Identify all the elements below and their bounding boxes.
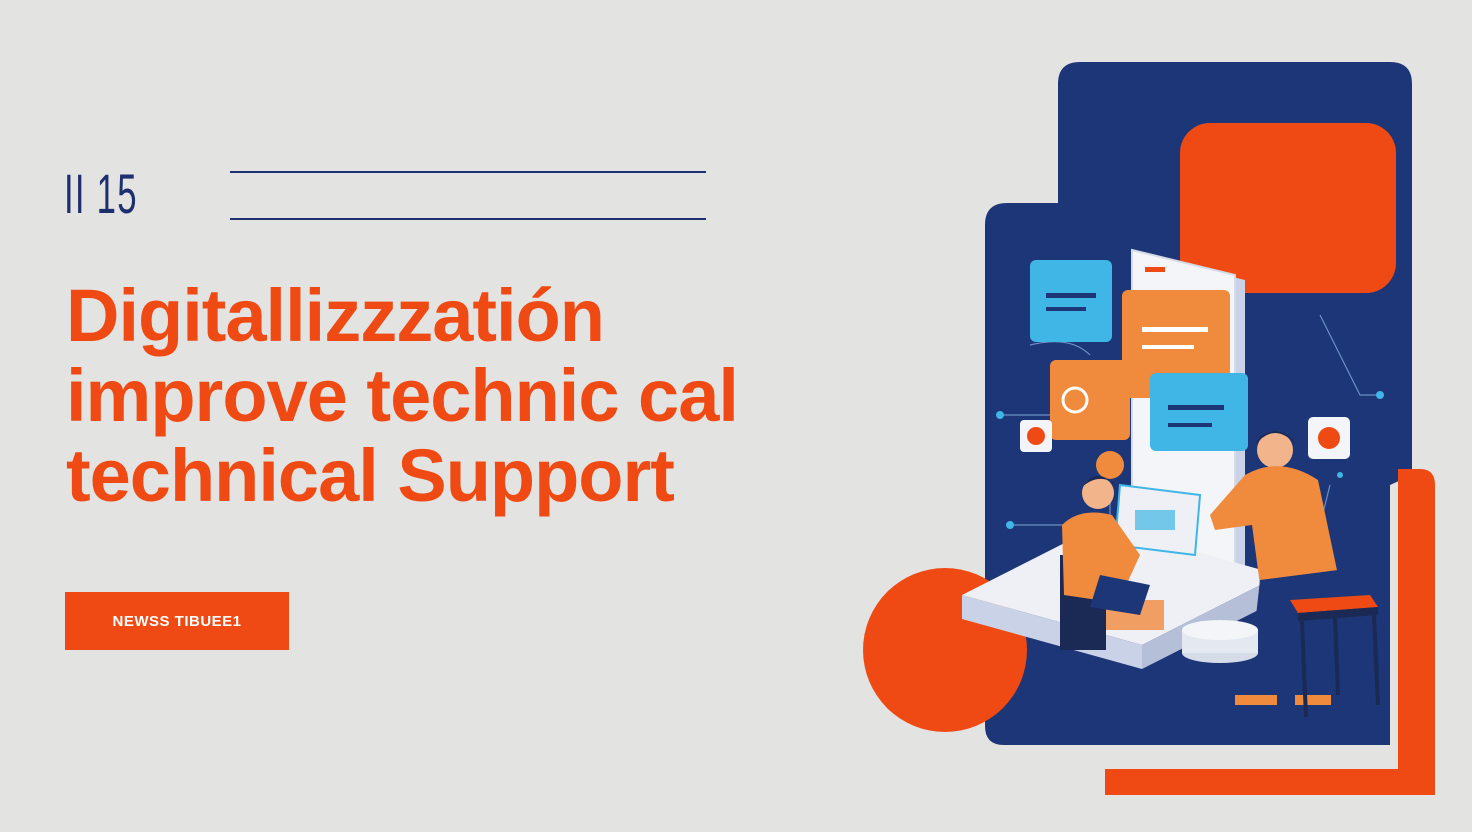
chat-bubble-blue-1 <box>1030 260 1112 342</box>
person-left-icon <box>1062 476 1150 615</box>
chat-bubble-orange-2 <box>1050 360 1130 440</box>
header-rule-top <box>230 171 706 173</box>
orange-frame <box>1105 469 1435 795</box>
notification-icon-center <box>1096 451 1124 479</box>
headline-line-2: improve technic cal <box>66 354 739 437</box>
illustration <box>863 62 1435 795</box>
headline-line-3: technical Support <box>66 434 675 517</box>
headline: Digitallizzzatión improve technic cal te… <box>66 276 866 516</box>
issue-number: II 15 <box>64 162 138 225</box>
headline-line-1: Digitallizzzatión <box>66 274 605 357</box>
news-tag-button[interactable]: NEWSS TIBUEE1 <box>65 592 289 650</box>
chat-bubble-orange-1 <box>1122 290 1230 398</box>
orange-square <box>1180 123 1396 293</box>
server-stack-icon <box>1182 620 1258 663</box>
chat-bubble-blue-2 <box>1150 373 1248 451</box>
stool-icon <box>1290 595 1380 718</box>
header-rule-bottom <box>230 218 706 220</box>
